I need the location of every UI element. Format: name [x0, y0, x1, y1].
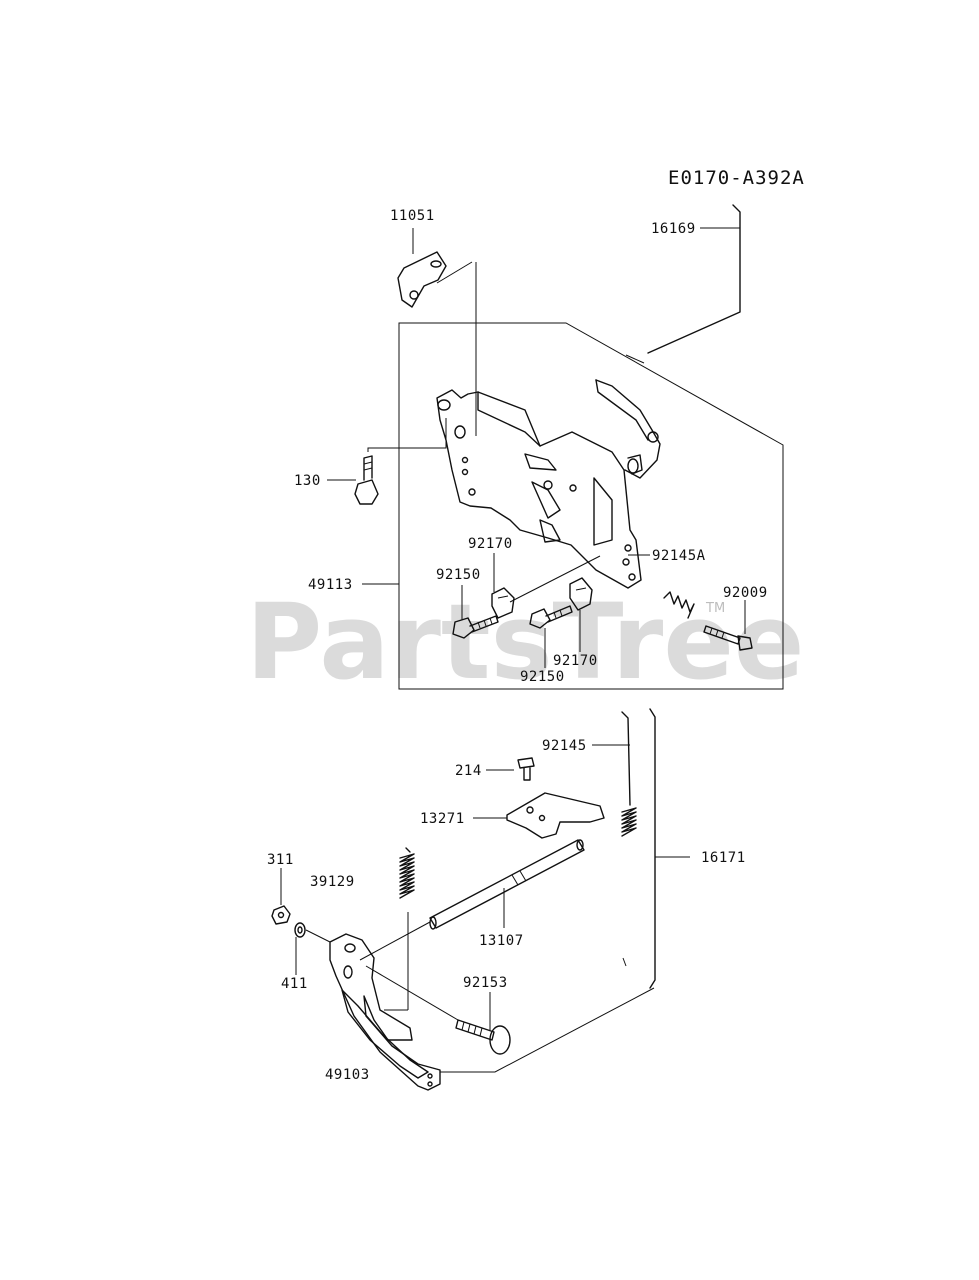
label-16171: 16171: [701, 850, 746, 866]
label-92145: 92145: [542, 738, 587, 754]
label-130: 130: [294, 473, 321, 489]
label-11051: 11051: [390, 208, 435, 224]
assembly-box-49113: [398, 322, 784, 690]
label-214: 214: [455, 763, 482, 779]
lever-49103: [329, 933, 441, 1091]
label-49103: 49103: [325, 1067, 370, 1083]
label-92150-a: 92150: [436, 567, 481, 583]
label-411: 411: [281, 976, 308, 992]
bracket-11051: [397, 251, 473, 308]
rod-16171: [649, 708, 656, 989]
label-13107: 13107: [479, 933, 524, 949]
leader-411-link: [305, 929, 331, 943]
nut-311: [271, 905, 291, 925]
label-311: 311: [267, 852, 294, 868]
label-39129: 39129: [310, 874, 355, 890]
washer-411: [294, 922, 306, 938]
spring-92145: [621, 711, 637, 837]
label-49113: 49113: [308, 577, 353, 593]
leader-92153-link: [365, 965, 459, 1021]
clip-92170-a: [491, 587, 515, 619]
control-plate: [436, 379, 661, 589]
screw-92150-a: [452, 615, 499, 639]
bolt-130: [354, 455, 379, 505]
label-92145a: 92145A: [652, 548, 706, 564]
leader-92170-a-link: [509, 555, 601, 603]
bolt-92009: [703, 625, 753, 651]
spring-92145a: [663, 591, 695, 619]
screw-92150-b: [529, 605, 573, 629]
label-16169: 16169: [651, 221, 696, 237]
label-92009: 92009: [723, 585, 768, 601]
shaft-13107: [429, 839, 585, 930]
clip-92170-b: [569, 577, 593, 611]
label-92170-b: 92170: [553, 653, 598, 669]
bolt-92153: [455, 1019, 511, 1055]
label-92150-b: 92150: [520, 669, 565, 685]
spring-39129: [399, 847, 415, 1010]
leader-49103-rod: [440, 987, 655, 1073]
label-13271: 13271: [420, 811, 465, 827]
label-92153: 92153: [463, 975, 508, 991]
rod-16171-end: [622, 957, 627, 967]
leader-16169-dash: [625, 354, 645, 364]
leader-130-link: [367, 418, 447, 452]
rod-16169: [647, 204, 741, 354]
screw-214: [517, 757, 535, 781]
plate-13271: [506, 792, 605, 839]
diagram-code: E0170-A392A: [668, 167, 805, 189]
watermark-text: PartsTree: [246, 581, 804, 703]
leader-13107-link: [359, 921, 431, 961]
watermark-trademark: TM: [705, 601, 725, 616]
label-92170-a: 92170: [468, 536, 513, 552]
